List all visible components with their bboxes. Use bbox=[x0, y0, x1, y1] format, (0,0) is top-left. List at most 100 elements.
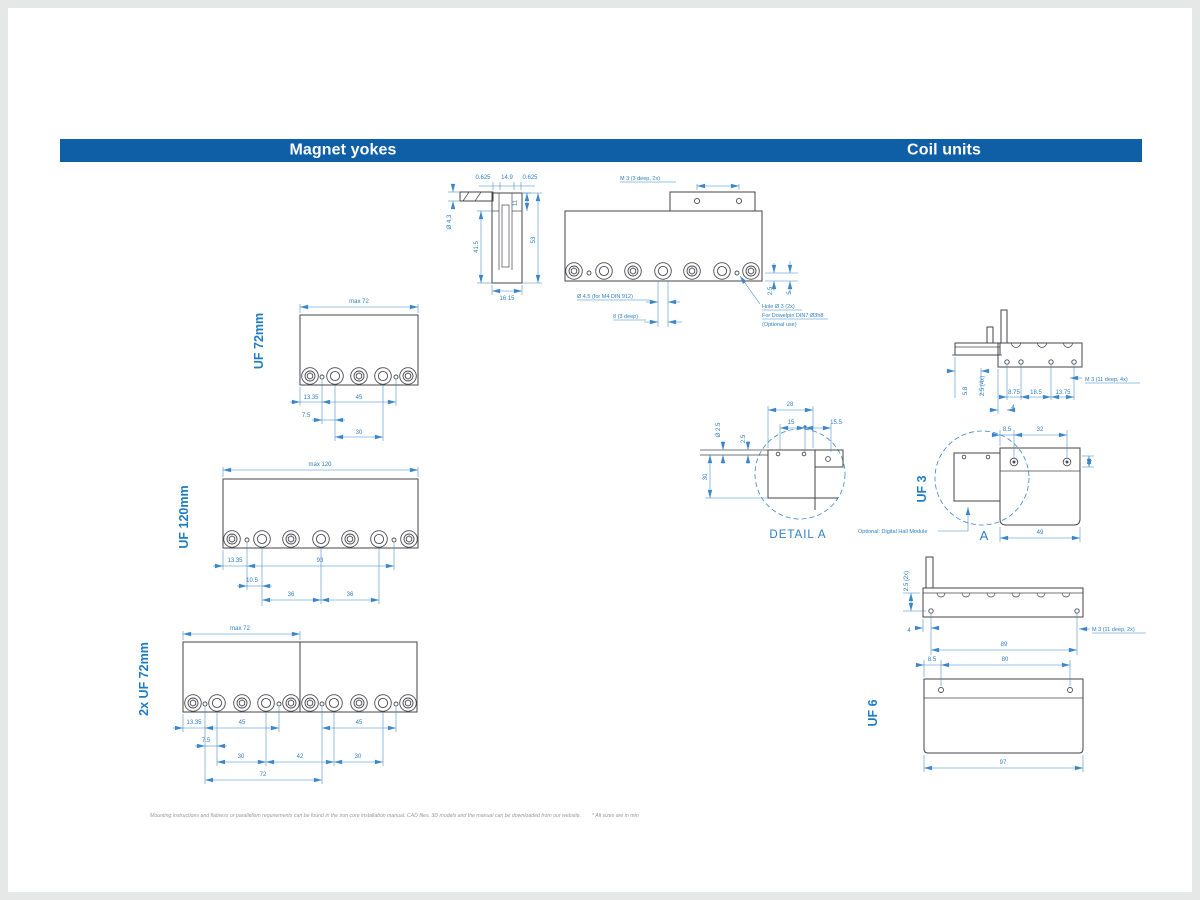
uf120-d1: 13.35 bbox=[227, 558, 243, 564]
uf72-dimensions: max 72 13.35 45 7.5 30 bbox=[290, 299, 419, 441]
detail-a-dimensions: 28 15 15.5 Ø 2.5 2.5 30 bbox=[703, 402, 842, 499]
uf6-4: 4 bbox=[907, 628, 911, 634]
da-28: 28 bbox=[787, 402, 794, 408]
header-bar: Magnet yokes Coil units bbox=[60, 139, 1142, 162]
cs-4: 4 bbox=[1011, 405, 1015, 411]
dim-53: 53 bbox=[531, 236, 537, 243]
note-8-deep: 8 (3 deep) bbox=[613, 314, 638, 320]
cs-875: 8.75 bbox=[1008, 390, 1020, 396]
coil-side-dimensions: 5.8 2.5 (4x) 8.75 18.5 13.75 4 M 3 (11 d… bbox=[946, 357, 1140, 414]
dim-0625-left: 0.625 bbox=[475, 175, 491, 181]
da-15: 15 bbox=[788, 420, 795, 426]
da-25: 2.5 bbox=[741, 434, 747, 443]
uf272-d8: 72 bbox=[260, 772, 267, 778]
dim-11: 11 bbox=[513, 199, 519, 206]
uf3-label: UF 3 bbox=[915, 475, 929, 502]
note-dowel-3: (Optional use) bbox=[762, 322, 797, 328]
yoke-side-outline bbox=[459, 191, 523, 284]
uf6-side-dimensions: 2.5 (2x) 4 M 3 (11 deep, 2x) 89 bbox=[903, 571, 1146, 655]
uf3-hall-note: Optional: Digital Hall Module bbox=[858, 529, 927, 535]
da-dia25: Ø 2.5 bbox=[716, 422, 722, 437]
coil-side-view: 5.8 2.5 (4x) 8.75 18.5 13.75 4 M 3 (11 d… bbox=[946, 309, 1140, 414]
uf272-d6: 30 bbox=[355, 754, 362, 760]
uf120-screws bbox=[223, 530, 418, 548]
uf272-drawing: 2x UF 72mm max 72 bbox=[137, 626, 418, 784]
dim-0625-right: 0.625 bbox=[522, 175, 538, 181]
uf272-d7: 45 bbox=[356, 720, 363, 726]
uf272-d5: 42 bbox=[297, 754, 304, 760]
uf3-32: 32 bbox=[1037, 427, 1044, 433]
uf72-d1: 13.35 bbox=[303, 395, 319, 401]
note-m3-tab: M 3 (3 deep, 2x) bbox=[620, 176, 660, 182]
uf120-d2: 93 bbox=[317, 558, 324, 564]
coil-side-outline bbox=[952, 309, 1083, 368]
coil-units-title: Coil units bbox=[907, 141, 981, 159]
uf120-dimensions: max 120 13.35 93 10.5 36 36 bbox=[213, 462, 419, 606]
uf272-right-body bbox=[299, 641, 418, 713]
uf6-m3: M 3 (11 deep, 2x) bbox=[1092, 627, 1135, 633]
uf6-80: 80 bbox=[1002, 657, 1009, 663]
uf72-d2: 45 bbox=[356, 395, 363, 401]
uf6-252x: 2.5 (2x) bbox=[904, 571, 910, 591]
uf72-d3: 7.5 bbox=[302, 413, 311, 419]
uf72-screws bbox=[301, 367, 417, 385]
uf6-front-outline bbox=[923, 678, 1084, 754]
uf272-d1: 13.35 bbox=[186, 720, 202, 726]
uf3-4: 4 bbox=[1088, 459, 1094, 463]
uf72-label: UF 72mm bbox=[252, 313, 266, 369]
uf72-d4: 30 bbox=[356, 430, 363, 436]
uf120-d3: 10.5 bbox=[246, 578, 258, 584]
magnet-yokes-title: Magnet yokes bbox=[289, 141, 397, 159]
uf272-screws bbox=[184, 694, 417, 712]
uf6-drawing: UF 6 2.5 (2x) 4 M 3 (11 dee bbox=[866, 556, 1146, 772]
uf120-body-outline bbox=[222, 478, 419, 549]
uf3-dimensions: 8.5 32 4 49 A Optional: Digital Hall Mod… bbox=[858, 427, 1094, 543]
cs-185: 18.5 bbox=[1030, 390, 1042, 396]
uf3-outline bbox=[953, 447, 1081, 526]
uf120-max: max 120 bbox=[308, 462, 332, 468]
dim-5-right: 5 bbox=[787, 291, 793, 295]
uf272-d2: 45 bbox=[239, 720, 246, 726]
dim-415: 41.5 bbox=[474, 241, 480, 253]
uf6-97: 97 bbox=[1000, 760, 1007, 766]
uf6-85: 8.5 bbox=[928, 657, 937, 663]
uf6-side-outline bbox=[922, 556, 1084, 618]
yoke-front-view: M 3 (3 deep, 2x) Ø 4.5 (for M4 DIN 912) … bbox=[564, 176, 828, 328]
dim-1615: 16.15 bbox=[499, 296, 515, 302]
uf120-drawing: UF 120mm max 120 13.35 93 bbox=[177, 462, 419, 606]
note-dowel-1: Hole Ø 3 (2x) bbox=[762, 304, 795, 310]
uf272-label: 2x UF 72mm bbox=[137, 642, 151, 716]
dim-dia43: Ø 4.3 bbox=[447, 214, 453, 229]
footer-note: Mounting instructions and flatness or pa… bbox=[150, 813, 582, 819]
uf3-85: 8.5 bbox=[1003, 427, 1012, 433]
footer-units-note: * All sizes are in mm bbox=[592, 813, 639, 819]
uf272-d4: 30 bbox=[238, 754, 245, 760]
uf6-89: 89 bbox=[1001, 642, 1008, 648]
uf72-body-outline bbox=[299, 314, 419, 386]
uf272-max: max 72 bbox=[230, 626, 250, 632]
detail-a-caption: DETAIL A bbox=[769, 529, 826, 541]
uf6-front-dimensions: 8.5 80 97 bbox=[915, 657, 1084, 772]
uf3-detail-circle bbox=[934, 430, 1030, 526]
uf3-a-marker: A bbox=[980, 528, 989, 543]
detail-a-outline bbox=[700, 449, 844, 510]
cs-m3: M 3 (11 deep, 4x) bbox=[1085, 377, 1128, 383]
uf120-label: UF 120mm bbox=[177, 485, 191, 548]
uf3-49: 49 bbox=[1037, 530, 1044, 536]
dim-25-right: 2.5 bbox=[768, 286, 774, 295]
uf272-dimensions: max 72 13.35 45 45 7.5 30 42 bbox=[173, 626, 397, 784]
uf6-label: UF 6 bbox=[866, 699, 880, 726]
uf120-d5: 36 bbox=[347, 592, 354, 598]
uf272-d3: 7.5 bbox=[202, 738, 211, 744]
yoke-side-view: 0.625 14.9 0.625 Ø 4.3 41.5 11 53 16.15 bbox=[447, 175, 542, 302]
cs-58: 5.8 bbox=[963, 386, 969, 395]
note-dowel-2: For Dowelpin DIN7 Ø3h8 bbox=[762, 313, 823, 319]
uf72-drawing: UF 72mm max 72 13.35 45 bbox=[252, 299, 419, 441]
uf120-d4: 36 bbox=[288, 592, 295, 598]
cs-254x: 2.5 (4x) bbox=[980, 376, 986, 396]
yoke-front-outline bbox=[564, 191, 763, 282]
da-155: 15.5 bbox=[830, 420, 842, 426]
uf3-drawing: UF 3 8.5 32 4 bbox=[858, 427, 1094, 543]
